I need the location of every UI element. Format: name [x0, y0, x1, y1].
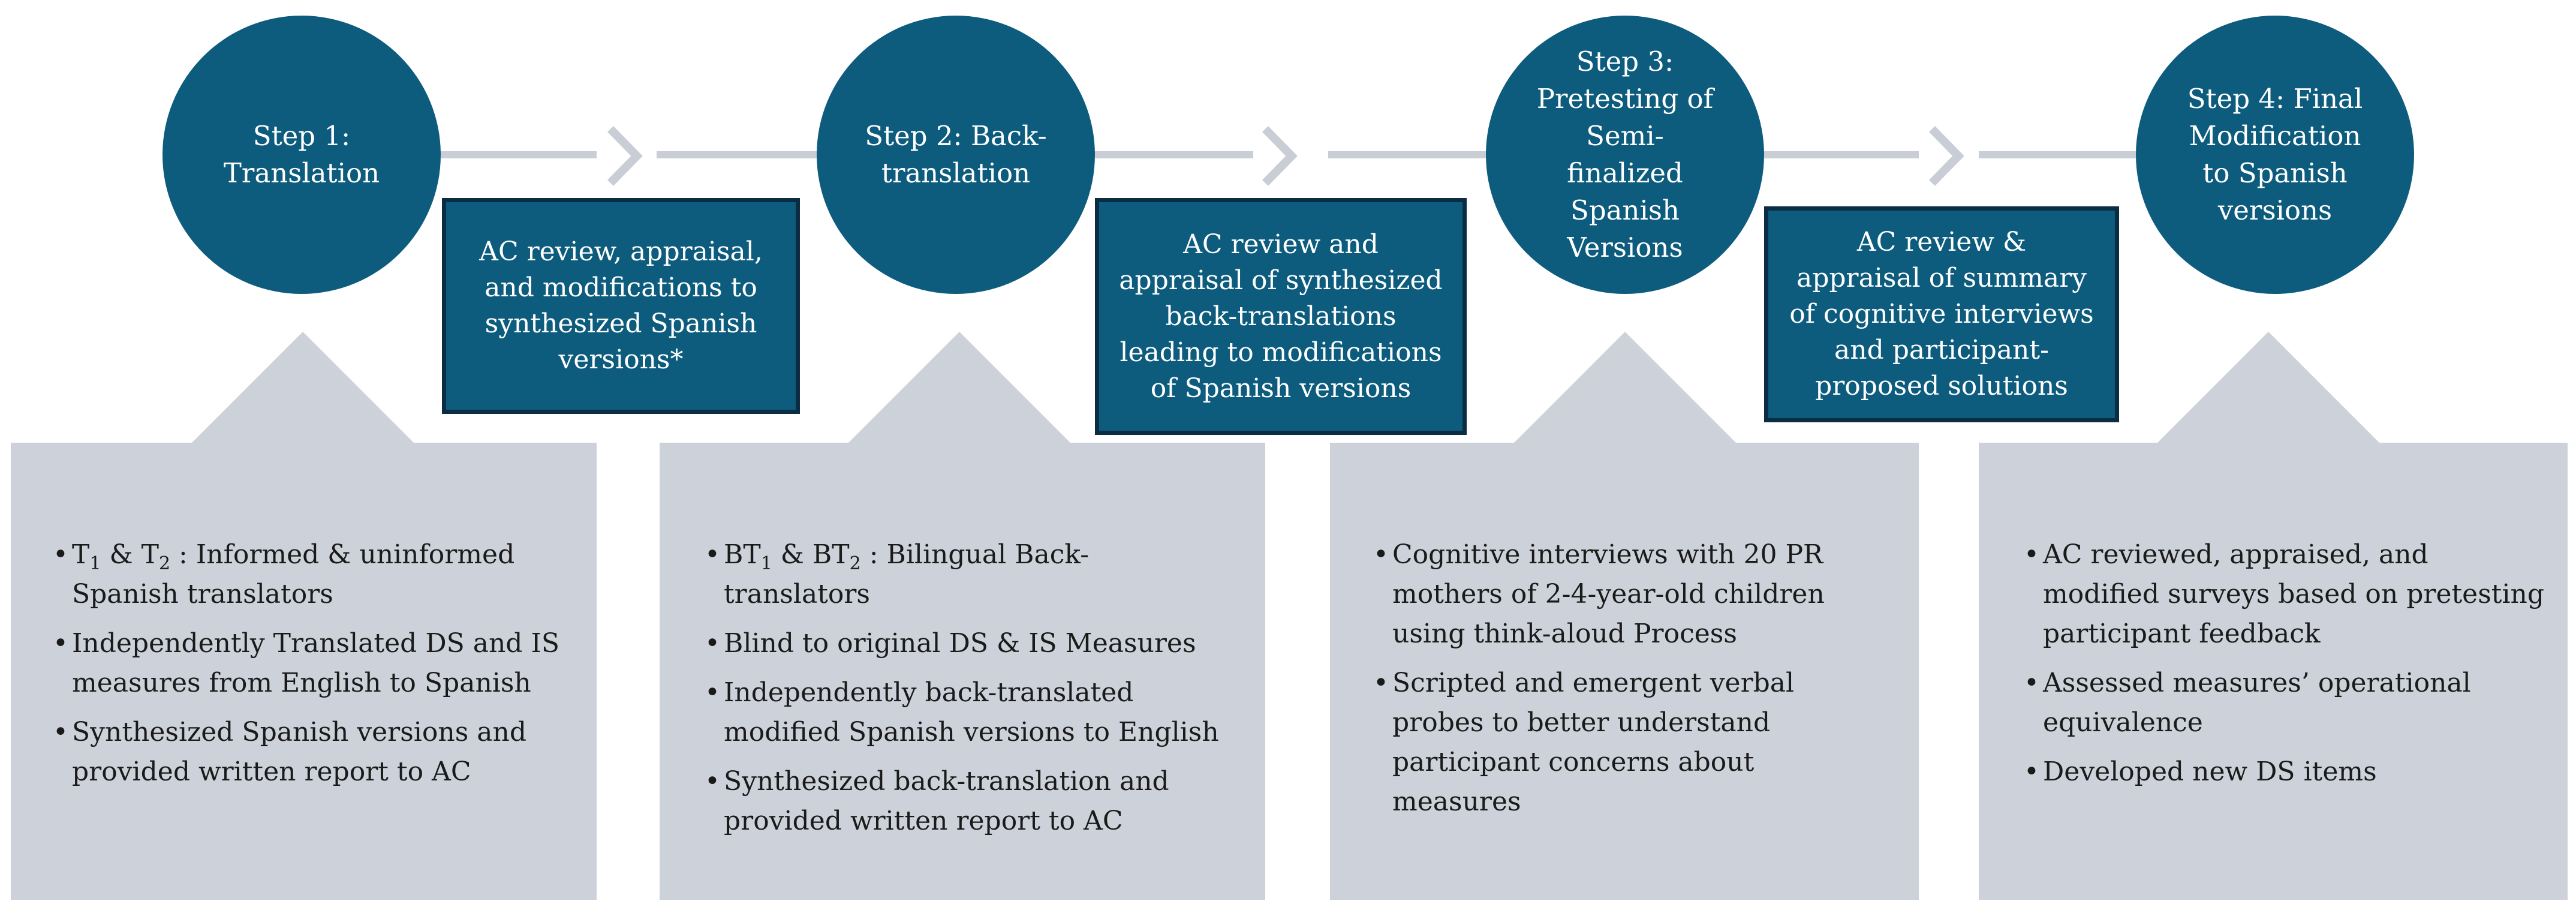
- step-1-circle: Step 1: Translation: [162, 16, 441, 294]
- bullet-text: AC reviewed, appraised, and modified sur…: [2043, 539, 2545, 649]
- bullet-text: Independently back-translated modified S…: [724, 677, 1219, 747]
- panel-bullet-list: BT1 & BT2 : Bilingual Back-translatorsBl…: [705, 535, 1232, 841]
- panel-2-shape: [660, 332, 1265, 900]
- ac-review-text-3: AC review & appraisal of summary of cogn…: [1789, 227, 2094, 401]
- bullet-item: Assessed measures’ operational equivalen…: [2024, 663, 2551, 743]
- step-1-label: Step 1: Translation: [223, 120, 380, 189]
- subscript-text: 1: [760, 552, 772, 574]
- bullet-text: Blind to original DS & IS Measures: [724, 628, 1196, 659]
- chevrons: [607, 126, 1964, 186]
- bullet-item: Scripted and emergent verbal probes to b…: [1373, 663, 1889, 822]
- bullet-item: AC reviewed, appraised, and modified sur…: [2024, 535, 2551, 654]
- step-4-label: Step 4: Final Modification to Spanish ve…: [2187, 83, 2363, 226]
- bullet-item: Synthesized Spanish versions and provide…: [53, 713, 562, 792]
- panel-bullet-list: Cognitive interviews with 20 PR mothers …: [1373, 535, 1889, 822]
- subscript-text: 1: [89, 552, 101, 574]
- bullet-item: Independently back-translated modified S…: [705, 673, 1232, 752]
- chevron-right-icon: [607, 126, 643, 186]
- bullet-item: BT1 & BT2 : Bilingual Back-translators: [705, 535, 1232, 614]
- ac-review-box-2: AC review and appraisal of synthesized b…: [1095, 198, 1467, 435]
- panel-3-text: Cognitive interviews with 20 PR mothers …: [1373, 535, 1889, 831]
- ac-review-text-2: AC review and appraisal of synthesized b…: [1119, 229, 1443, 404]
- bullet-item: Independently Translated DS and IS measu…: [53, 624, 562, 703]
- bullet-text: & BT: [772, 539, 850, 570]
- subscript-text: 2: [849, 552, 861, 574]
- panel-2-text: BT1 & BT2 : Bilingual Back-translatorsBl…: [705, 535, 1232, 851]
- bullet-item: Cognitive interviews with 20 PR mothers …: [1373, 535, 1889, 654]
- bullet-text: & T: [101, 539, 159, 570]
- step-2-circle: Step 2: Back- translation: [817, 16, 1095, 294]
- bullet-text: T: [72, 539, 90, 570]
- bullet-item: Blind to original DS & IS Measures: [705, 624, 1232, 663]
- subscript-text: 2: [158, 552, 171, 574]
- bullet-text: Independently Translated DS and IS measu…: [72, 628, 559, 698]
- panel-1-text: T1 & T2 : Informed & uninformed Spanish …: [53, 535, 562, 801]
- bullet-text: : Bilingual Back-translators: [724, 539, 1090, 609]
- bullet-text: Synthesized back-translation and provide…: [724, 766, 1169, 836]
- step-3-circle: Step 3: Pretesting of Semi- finalized Sp…: [1486, 16, 1764, 294]
- bullet-text: Developed new DS items: [2043, 756, 2377, 787]
- step-4-circle: Step 4: Final Modification to Spanish ve…: [2136, 16, 2414, 294]
- chevron-right-icon: [1262, 126, 1298, 186]
- bullet-text: Cognitive interviews with 20 PR mothers …: [1392, 539, 1825, 649]
- step-2-label: Step 2: Back- translation: [865, 120, 1047, 189]
- bullet-text: BT: [724, 539, 761, 570]
- bullet-text: Scripted and emergent verbal probes to b…: [1392, 668, 1795, 817]
- bullet-text: Assessed measures’ operational equivalen…: [2043, 668, 2471, 738]
- bullet-text: : Informed & uninformed Spanish translat…: [72, 539, 515, 609]
- ac-review-text-1: AC review, appraisal, and modifications …: [479, 236, 763, 375]
- bullet-text: Synthesized Spanish versions and provide…: [72, 717, 526, 787]
- bullet-item: Developed new DS items: [2024, 752, 2551, 792]
- panel-bullet-list: T1 & T2 : Informed & uninformed Spanish …: [53, 535, 562, 792]
- chevron-right-icon: [1928, 126, 1964, 186]
- bullet-item: T1 & T2 : Informed & uninformed Spanish …: [53, 535, 562, 614]
- ac-review-box-3: AC review & appraisal of summary of cogn…: [1764, 206, 2119, 422]
- bullet-item: Synthesized back-translation and provide…: [705, 762, 1232, 841]
- panel-bullet-list: AC reviewed, appraised, and modified sur…: [2024, 535, 2551, 792]
- step-3-label: Step 3: Pretesting of Semi- finalized Sp…: [1536, 46, 1714, 263]
- panel-4-text: AC reviewed, appraised, and modified sur…: [2024, 535, 2551, 801]
- ac-review-box-1: AC review, appraisal, and modifications …: [442, 198, 800, 414]
